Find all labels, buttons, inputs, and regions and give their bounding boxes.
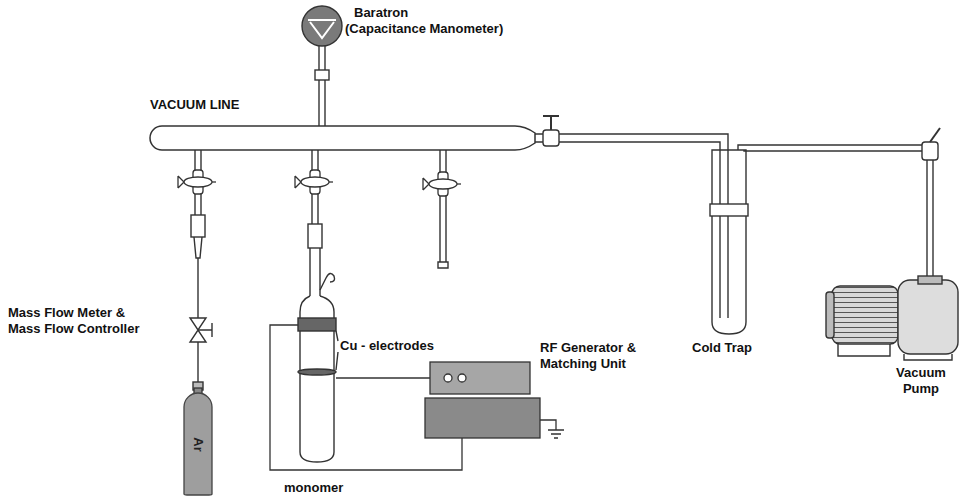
baratron-gauge xyxy=(302,6,342,126)
part-label: Mass Flow Meter & Mass Flow Controller xyxy=(8,305,150,337)
plasma-reactor xyxy=(298,194,338,462)
pump-valve xyxy=(922,128,940,160)
vacuum-pump xyxy=(826,276,958,360)
cylinder-label: Ar xyxy=(190,437,205,451)
part-label: VACUUM LINE xyxy=(150,97,239,113)
main-stopcock xyxy=(543,116,559,146)
stopcocks xyxy=(178,150,461,196)
part-label: RF Generator & Matching Unit xyxy=(540,340,655,372)
spare-port xyxy=(438,196,448,268)
part-label: Baratron xyxy=(354,5,408,21)
part-label: (Capacitance Manometer) xyxy=(345,21,503,37)
rf-wiring xyxy=(270,325,564,470)
part-label: Vacuum Pump xyxy=(885,365,957,397)
rf-generator xyxy=(425,362,540,438)
part-label: monomer xyxy=(284,480,343,496)
gas-cylinder: Ar xyxy=(183,392,213,496)
gas-inlet-line xyxy=(190,194,212,390)
vacuum-line-tube xyxy=(150,126,545,150)
part-label: Cu - electrodes xyxy=(340,338,434,354)
part-label: Cold Trap xyxy=(692,340,752,356)
